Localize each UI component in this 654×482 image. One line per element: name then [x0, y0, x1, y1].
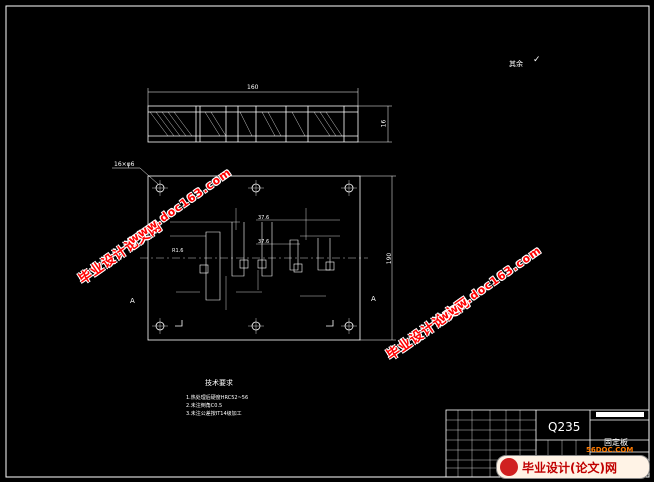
- top-view: [147, 88, 392, 143]
- requirements-heading: 技术要求: [205, 379, 233, 387]
- section-mark-left: A: [130, 297, 135, 305]
- front-height-dim: 190: [386, 252, 394, 265]
- watermark-bottom-label: 毕业设计(论文)网: [522, 460, 617, 475]
- watermark-logo-icon: [500, 458, 518, 476]
- dim-text: 37.6: [258, 215, 270, 221]
- surface-finish-note: 其余: [509, 60, 523, 68]
- watermark-bottom-site: 56DOC.COM: [586, 446, 634, 454]
- watermark-bottom-badge: 毕业设计(论文)网: [496, 455, 650, 479]
- requirement-item: 3.未注公差按IT14级加工: [186, 411, 242, 417]
- requirement-item: 1.热处理后硬度HRC52~56: [186, 395, 249, 401]
- material-label: Q235: [548, 420, 581, 434]
- hole-callout: 16×φ6: [114, 161, 135, 168]
- front-view: [112, 167, 396, 341]
- surface-finish-icon: ✓: [533, 55, 541, 65]
- dim-text: R1.6: [172, 248, 184, 254]
- top-view-width-dim: 160: [247, 84, 259, 91]
- section-mark-right: A: [371, 295, 376, 303]
- top-view-height-dim: 16: [380, 119, 388, 128]
- part-name-label: 固定板: [604, 438, 628, 447]
- requirement-item: 2.未注倒角C0.5: [186, 403, 223, 409]
- dim-text: 37.6: [258, 239, 270, 245]
